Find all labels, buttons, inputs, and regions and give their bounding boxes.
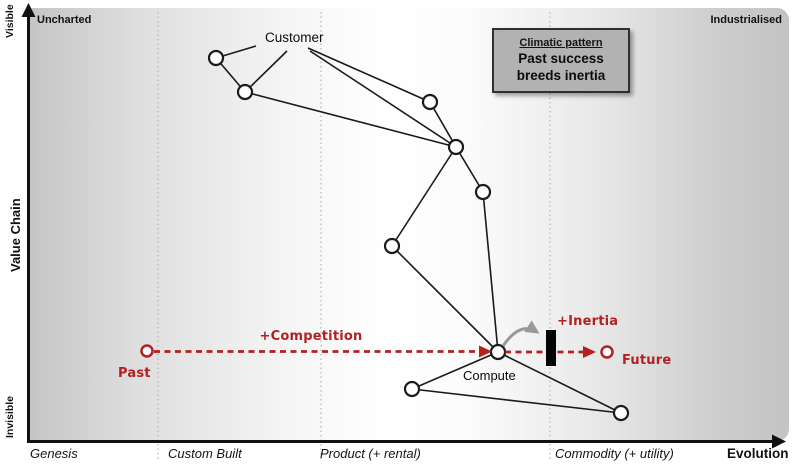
map-edge xyxy=(411,351,499,390)
stage-label-commodity: Commodity (+ utility) xyxy=(555,446,674,461)
y-axis-arrow-icon xyxy=(21,3,36,17)
future-label: Future xyxy=(622,353,672,368)
map-node-n2 xyxy=(236,83,254,101)
map-edge xyxy=(391,245,499,353)
map-edge xyxy=(411,388,622,414)
map-edge xyxy=(244,50,288,93)
map-node-n1 xyxy=(207,49,225,67)
map-node-compute xyxy=(489,343,507,361)
y-axis-visible-label: Visible xyxy=(4,4,16,38)
past-node xyxy=(140,344,154,358)
y-axis-invisible-label: Invisible xyxy=(4,395,16,438)
map-edge xyxy=(482,191,499,353)
map-node-n9 xyxy=(612,404,630,422)
inertia-curve-arrow-icon xyxy=(501,320,540,347)
map-background xyxy=(29,8,789,441)
map-node-n3 xyxy=(421,93,439,111)
stage-label-custom-built: Custom Built xyxy=(168,446,242,461)
axes xyxy=(21,3,786,449)
map-edge xyxy=(429,101,457,148)
climatic-pattern-body: Past success breeds inertia xyxy=(516,50,606,83)
inertia-label: +Inertia xyxy=(557,314,619,329)
map-edge xyxy=(497,351,622,414)
climatic-pattern-title: Climatic pattern xyxy=(519,36,603,49)
red-arrowhead-icon xyxy=(583,346,596,358)
map-edge xyxy=(307,47,431,103)
climatic-pattern-box: Climatic pattern Past success breeds ine… xyxy=(492,28,630,93)
map-edge xyxy=(455,146,484,193)
red-arrowhead-icon xyxy=(479,345,492,358)
past-label: Past xyxy=(118,366,151,381)
map-edge xyxy=(391,146,457,247)
stage-label-genesis: Genesis xyxy=(30,446,78,461)
uncharted-label: Uncharted xyxy=(37,14,92,26)
node-label-customer: Customer xyxy=(265,30,324,45)
map-node-n6 xyxy=(383,237,401,255)
node-label-compute: Compute xyxy=(463,368,516,383)
stage-label-product: Product (+ rental) xyxy=(320,446,421,461)
x-axis-arrow-icon xyxy=(772,434,786,449)
industrialised-label: Industrialised xyxy=(710,14,782,26)
future-node xyxy=(600,345,614,359)
competition-label: +Competition xyxy=(259,329,363,344)
map-node-n5 xyxy=(474,183,492,201)
y-axis-title: Value Chain xyxy=(8,198,23,272)
map-node-n8 xyxy=(403,380,421,398)
map-edge xyxy=(309,50,457,148)
inertia-bar xyxy=(546,330,556,366)
x-axis-title: Evolution xyxy=(727,446,789,461)
map-edge xyxy=(244,91,457,148)
map-node-n4 xyxy=(447,138,465,156)
